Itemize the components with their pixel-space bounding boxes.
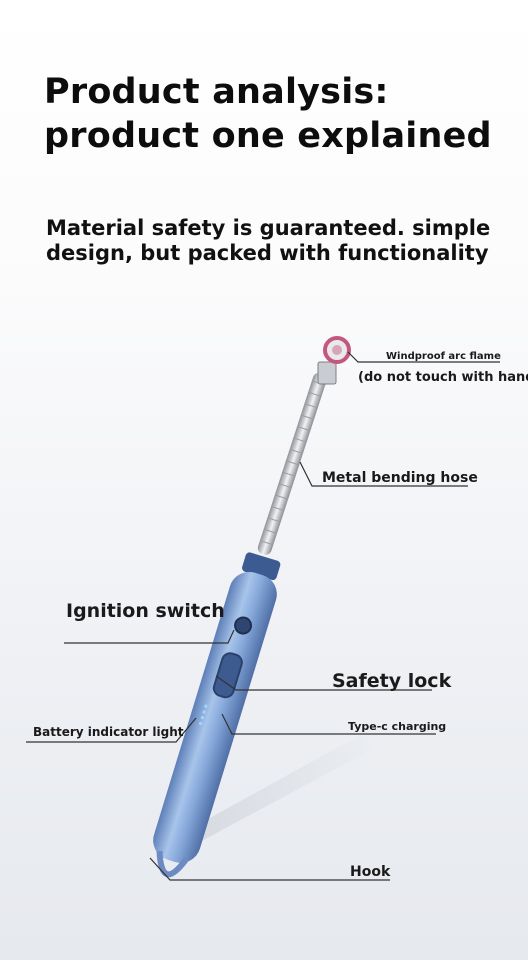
- lighter-body: [153, 552, 281, 878]
- label-ignition-switch: Ignition switch: [66, 600, 225, 622]
- page-title: Product analysis: product one explained: [44, 70, 514, 158]
- label-do-not-touch: (do not touch with hand): [358, 370, 528, 385]
- label-battery-indicator-light: Battery indicator light: [33, 725, 184, 739]
- leader-safety-lock: [215, 675, 432, 691]
- label-windproof-arc-flame: Windproof arc flame: [386, 351, 501, 362]
- label-metal-bending-hose: Metal bending hose: [322, 470, 478, 486]
- leader-metal-hose: [299, 461, 468, 487]
- title-line-2: product one explained: [44, 116, 492, 156]
- label-type-c-charging: Type-c charging: [348, 720, 447, 733]
- leader-windproof-flame: [347, 351, 500, 363]
- leader-type-c: [221, 713, 436, 735]
- metal-bending-hose: [257, 372, 327, 555]
- leader-hook: [149, 857, 390, 881]
- battery-indicator-dots: [198, 704, 208, 725]
- label-hook: Hook: [350, 864, 391, 880]
- leader-ignition-switch: [64, 629, 235, 644]
- flame-head: [317, 336, 351, 385]
- hook: [156, 850, 189, 878]
- label-safety-lock: Safety lock: [332, 670, 452, 692]
- product-shadow: [170, 735, 380, 850]
- subtitle-line-1: Material safety is guaranteed. simple: [46, 216, 491, 240]
- ignition-button: [234, 616, 253, 635]
- title-line-1: Product analysis:: [44, 72, 389, 112]
- page-subtitle: Material safety is guaranteed. simple de…: [46, 216, 506, 266]
- leader-battery-light: [26, 717, 197, 743]
- safety-lock-slider: [212, 652, 243, 699]
- subtitle-line-2: design, but packed with functionality: [46, 241, 489, 265]
